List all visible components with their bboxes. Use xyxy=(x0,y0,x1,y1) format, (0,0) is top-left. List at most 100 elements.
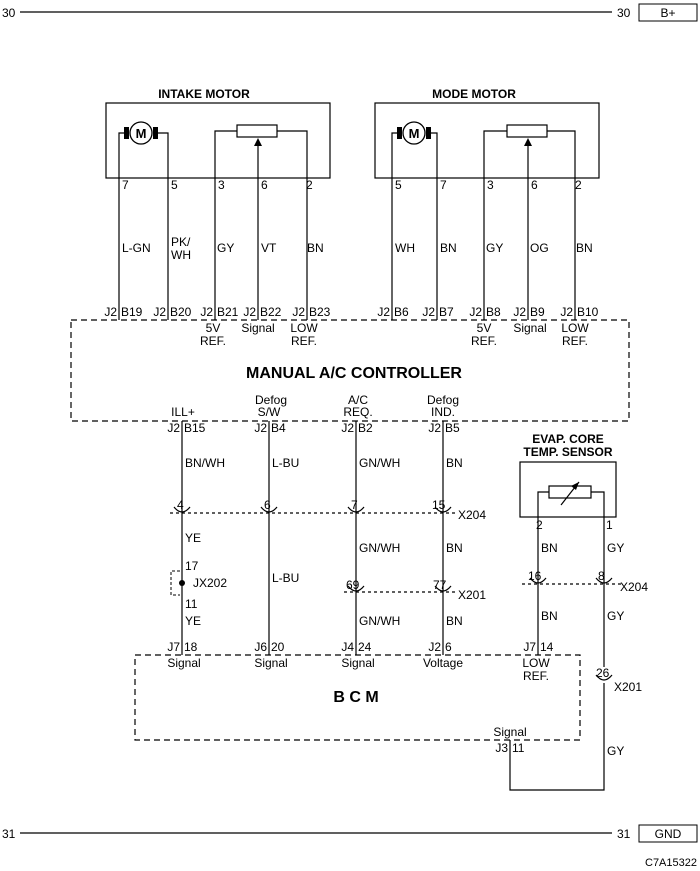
intake-wire-color-wh: WH xyxy=(171,248,191,262)
controller-label-ac: A/C xyxy=(348,393,368,407)
mode-pin-2: 2 xyxy=(575,178,582,192)
evap-x201-label: X201 xyxy=(614,680,642,694)
figure-code: C7A15322 xyxy=(645,857,697,869)
x204-pin-15: 15 xyxy=(432,498,446,512)
evap-core-temp-sensor: EVAP. CORE TEMP. SENSOR 2 1 BN GY 16 8 X… xyxy=(509,432,648,791)
controller-label-req: REQ. xyxy=(343,405,372,419)
bottom-rail-number-left: 31 xyxy=(2,827,16,841)
intake-label-5v: 5V xyxy=(206,321,221,335)
wire-color-bn: BN xyxy=(446,456,463,470)
intake-conn-j2-a: J2 xyxy=(104,305,117,319)
bcm-conn-j4: J4 xyxy=(341,640,354,654)
mode-label-low-ref: REF. xyxy=(562,334,588,348)
wire-color-gn-wh-3: GN/WH xyxy=(359,614,400,628)
bcm-conn-j2: J2 xyxy=(428,640,441,654)
bottom-rail-number-right: 31 xyxy=(617,827,631,841)
x201-pin-69: 69 xyxy=(346,578,360,592)
evap-wire-color-gy: GY xyxy=(607,541,624,555)
wire-color-bn-2: BN xyxy=(446,541,463,555)
bcm-title: B C M xyxy=(333,689,378,706)
mode-conn-j2-e: J2 xyxy=(560,305,573,319)
controller-conn-j2-b: J2 xyxy=(254,421,267,435)
intake-wire-color-bn: BN xyxy=(307,241,324,255)
intake-motor-title: INTAKE MOTOR xyxy=(158,87,250,101)
intake-conn-b21: B21 xyxy=(217,305,239,319)
mode-conn-j2-b: J2 xyxy=(422,305,435,319)
intake-wire-color-lgn: L-GN xyxy=(122,241,151,255)
controller-title: MANUAL A/C CONTROLLER xyxy=(246,365,462,382)
evap-wire-color-gy-2: GY xyxy=(607,609,624,623)
bcm-label-low: LOW xyxy=(522,656,550,670)
wire-color-ye-2: YE xyxy=(185,614,201,628)
controller-label-sw: S/W xyxy=(258,405,281,419)
intake-label-signal: Signal xyxy=(241,321,274,335)
evap-wire-color-gy-3: GY xyxy=(607,744,624,758)
intake-conn-j2-c: J2 xyxy=(200,305,213,319)
intake-motor: INTAKE MOTOR M 7 5 3 6 2 L-GN PK/ WH GY … xyxy=(104,87,330,348)
evap-pin-1: 1 xyxy=(606,518,613,532)
jx202-label: JX202 xyxy=(193,576,227,590)
wire-color-ye: YE xyxy=(185,531,201,545)
ground-rail: 31 31 GND xyxy=(2,824,698,843)
controller-conn-b4: B4 xyxy=(271,421,286,435)
bcm: B C M J7 18 J6 20 J4 24 J2 6 J7 14 Signa… xyxy=(134,640,581,755)
intake-potentiometer-icon xyxy=(236,124,278,138)
intake-pin-5: 5 xyxy=(171,178,178,192)
bcm-label-signal-2: Signal xyxy=(254,656,287,670)
top-rail-number-left: 30 xyxy=(2,6,16,20)
controller-conn-j2-a: J2 xyxy=(167,421,180,435)
intake-label-low-ref: REF. xyxy=(291,334,317,348)
bcm-label-signal-3: Signal xyxy=(341,656,374,670)
controller-conn-j2-d: J2 xyxy=(428,421,441,435)
mode-motor-symbol-icon xyxy=(402,121,426,145)
top-rail-number-right: 30 xyxy=(617,6,631,20)
intake-motor-box xyxy=(105,102,331,179)
mode-label-signal: Signal xyxy=(513,321,546,335)
controller-conn-b5: B5 xyxy=(445,421,460,435)
x201-pin-77: 77 xyxy=(433,578,447,592)
bcm-box xyxy=(134,654,581,741)
wire-color-gn-wh: GN/WH xyxy=(359,456,400,470)
mode-pin-5: 5 xyxy=(395,178,402,192)
intake-pin-3: 3 xyxy=(218,178,225,192)
bcm-conn-j6: J6 xyxy=(254,640,267,654)
mode-conn-j2-a: J2 xyxy=(377,305,390,319)
intake-label-ref: REF. xyxy=(200,334,226,348)
b-plus-label-box xyxy=(638,3,698,22)
controller-label-defog-2: Defog xyxy=(427,393,459,407)
x204-pin-4: 4 xyxy=(177,498,184,512)
intake-conn-b20: B20 xyxy=(170,305,192,319)
wire-color-gn-wh-2: GN/WH xyxy=(359,541,400,555)
mode-label-ref: REF. xyxy=(471,334,497,348)
mode-potentiometer-icon xyxy=(506,124,548,138)
wire-color-bn-wh: BN/WH xyxy=(185,456,225,470)
x204-label: X204 xyxy=(458,508,486,522)
mode-conn-j2-c: J2 xyxy=(469,305,482,319)
bcm-conn-6: 6 xyxy=(445,640,452,654)
evap-wire-color-bn: BN xyxy=(541,541,558,555)
mode-conn-b9: B9 xyxy=(530,305,545,319)
mode-wire-color-wh: WH xyxy=(395,241,415,255)
manual-ac-controller: MANUAL A/C CONTROLLER ILL+ Defog S/W A/C… xyxy=(70,319,630,435)
bcm-conn-j7-a: J7 xyxy=(167,640,180,654)
controller-label-ind: IND. xyxy=(431,405,455,419)
mode-wire-color-gy: GY xyxy=(486,241,503,255)
mode-motor-box xyxy=(374,102,600,179)
evap-x204-label: X204 xyxy=(620,580,648,594)
evap-sensor-title-2: TEMP. SENSOR xyxy=(523,445,612,459)
mode-motor-title: MODE MOTOR xyxy=(432,87,516,101)
wire-color-bn-3: BN xyxy=(446,614,463,628)
jx202-pin-11: 11 xyxy=(185,597,198,611)
bcm-conn-j7-b: J7 xyxy=(523,640,536,654)
intake-wire-color-pk: PK/ xyxy=(171,235,191,249)
jx202-junction-dot xyxy=(179,580,185,586)
bcm-conn-j3: J3 xyxy=(495,741,508,755)
wire-color-l-bu: L-BU xyxy=(272,456,299,470)
mode-conn-b8: B8 xyxy=(486,305,501,319)
intake-motor-symbol-icon xyxy=(129,121,153,145)
evap-x204-pin-16: 16 xyxy=(528,569,542,583)
controller-conn-j2-c: J2 xyxy=(341,421,354,435)
mode-pin-3: 3 xyxy=(487,178,494,192)
mode-pin-6: 6 xyxy=(531,178,538,192)
